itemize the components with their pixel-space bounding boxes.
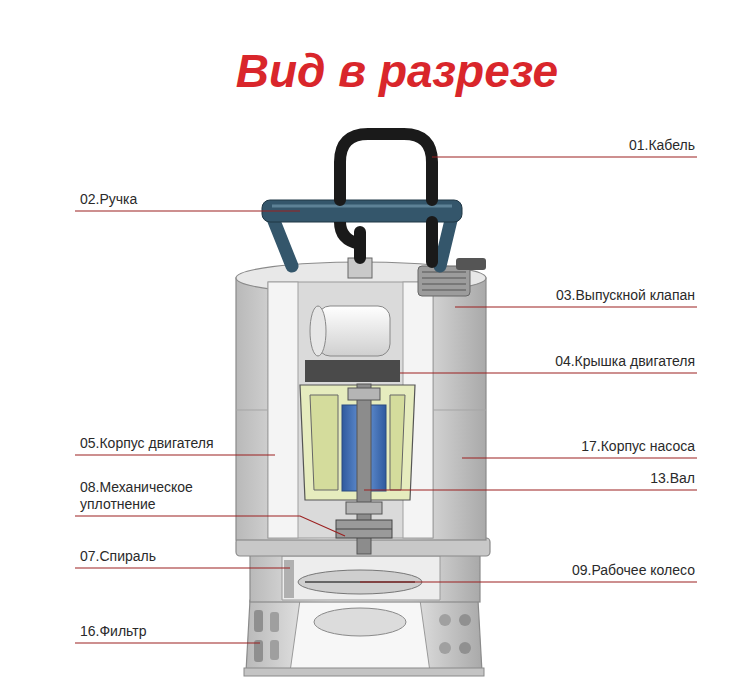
section-wall — [268, 282, 298, 538]
bearing — [348, 388, 380, 400]
capacitor-end — [310, 306, 326, 356]
leader-line — [455, 306, 697, 307]
part-label: 01.Кабель — [629, 137, 695, 154]
title: Вид в разрезе — [236, 44, 558, 98]
thread — [422, 272, 466, 290]
handle-highlight — [272, 205, 452, 208]
part-label: 04.Крышка двигателя — [555, 353, 695, 370]
slot — [270, 640, 279, 660]
leader-line — [75, 516, 345, 536]
filter-cage — [244, 600, 484, 676]
nozzle — [456, 258, 486, 270]
volute-body — [250, 554, 480, 602]
motor-interior — [300, 306, 415, 554]
bearing — [346, 502, 382, 514]
volute-cut — [282, 556, 440, 600]
hole — [459, 642, 471, 654]
part-label: 07.Спираль — [80, 548, 156, 565]
part-label: 02.Ручка — [80, 191, 137, 208]
leader-lines — [75, 157, 697, 643]
slot — [270, 612, 279, 632]
cutaway — [268, 282, 433, 538]
leader-line — [400, 372, 697, 373]
leader-line — [75, 210, 300, 211]
leader-line — [75, 454, 275, 455]
filter-body — [246, 600, 482, 672]
part-label: 16.Фильтр — [80, 623, 147, 640]
part-label: 03.Выпускной клапан — [556, 287, 695, 304]
filter-opening — [290, 600, 430, 672]
spiral-wall — [284, 560, 294, 598]
leader-line — [364, 489, 697, 490]
leader-line — [360, 581, 697, 582]
part-label: 05.Корпус двигателя — [80, 435, 214, 452]
hole — [459, 614, 471, 626]
part-label: 17.Корпус насоса — [581, 438, 695, 455]
leader-line — [462, 457, 697, 458]
base-rim — [244, 668, 484, 676]
inlet — [314, 608, 406, 636]
capacitor — [318, 306, 390, 356]
hole — [439, 614, 451, 626]
slot — [254, 610, 263, 632]
wiring — [305, 360, 400, 382]
part-label: 08.Механическое уплотнение — [80, 479, 215, 513]
volute — [250, 554, 480, 602]
cable — [340, 222, 360, 244]
seal-line — [336, 529, 392, 530]
part-label: 09.Рабочее колесо — [572, 562, 695, 579]
leader-line — [75, 567, 290, 568]
leader-line — [432, 156, 697, 157]
cable — [340, 134, 432, 262]
leader-line — [75, 642, 260, 643]
part-label: 13.Вал — [650, 470, 695, 487]
hole — [439, 642, 451, 654]
